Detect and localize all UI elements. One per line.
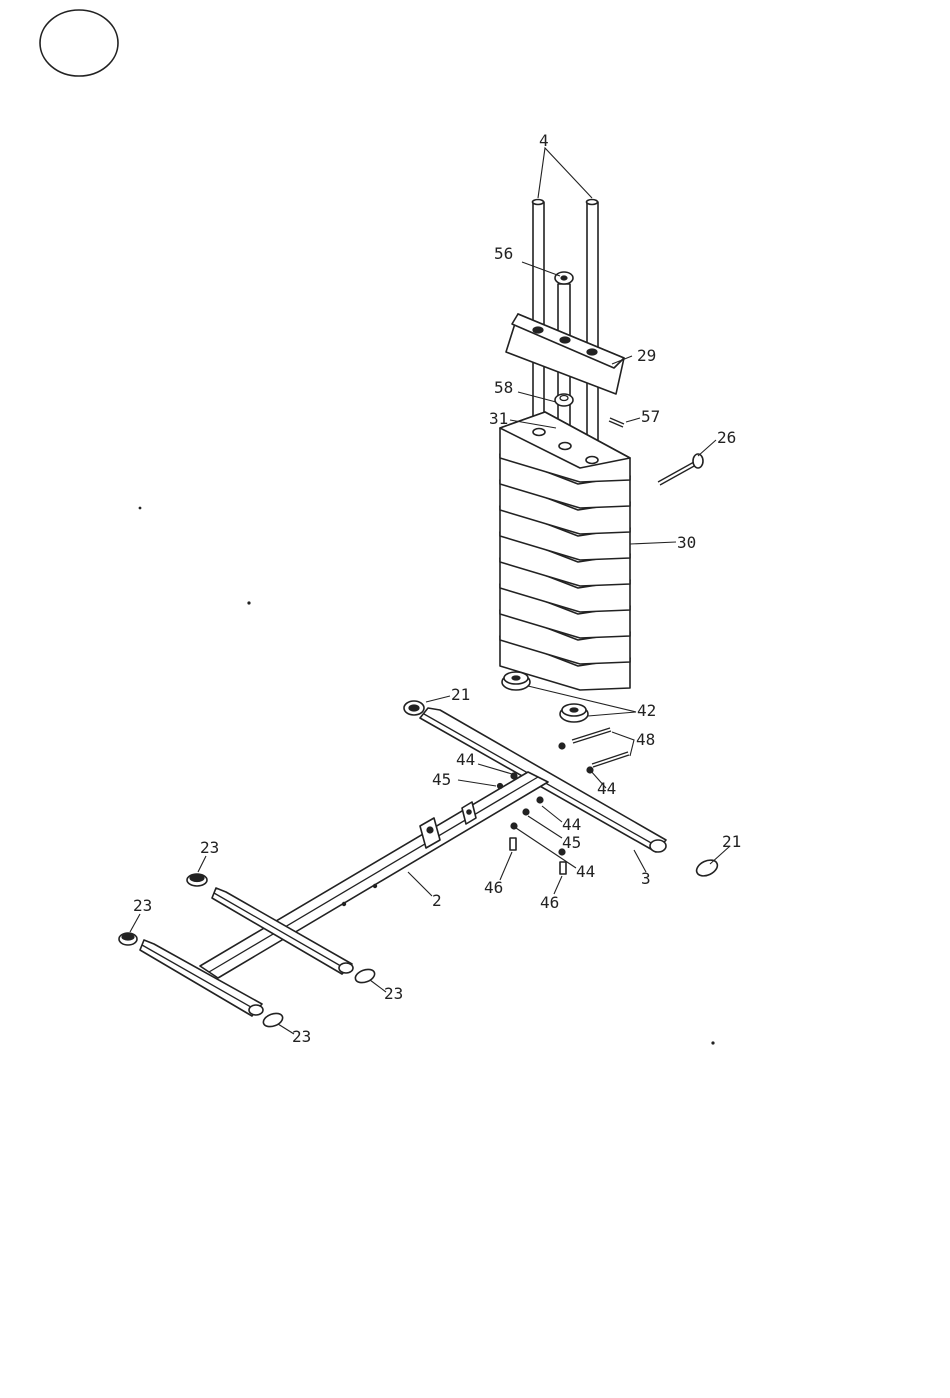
bushing <box>555 394 573 406</box>
callout-selector-pin: 26 <box>717 428 736 447</box>
callout-washer-lower: 44 <box>576 862 595 881</box>
foot-cap <box>119 933 137 945</box>
callout-top-plate: 29 <box>637 346 656 365</box>
callout-weight-stack: 30 <box>677 533 696 552</box>
step-marker-circle <box>40 10 118 76</box>
callout-washer-middle: 44 <box>562 815 581 834</box>
callout-end-cap-right: 21 <box>722 832 741 851</box>
callout-washer-upper: 44 <box>456 750 475 769</box>
callout-guide-rods: 4 <box>539 131 549 150</box>
callout-foot-cap-1: 23 <box>200 838 219 857</box>
weight-stack <box>500 412 630 690</box>
rubber-bumper <box>502 672 530 690</box>
callout-washer-right: 44 <box>597 779 616 798</box>
callout-spacer-upper: 45 <box>432 770 451 789</box>
main-base-tube <box>200 772 548 978</box>
speck <box>248 602 250 604</box>
callout-spacer-lower: 45 <box>562 833 581 852</box>
end-cap <box>404 701 424 715</box>
callout-bolts: 48 <box>636 730 655 749</box>
callout-bushing: 58 <box>494 378 513 397</box>
callout-cap-nut: 56 <box>494 244 513 263</box>
callout-end-cap-left: 21 <box>451 685 470 704</box>
callout-main-base-tube: 2 <box>432 891 442 910</box>
callout-bolt-right: 46 <box>540 893 559 912</box>
callout-foot-cap-2: 23 <box>133 896 152 915</box>
rubber-bumper <box>560 704 588 722</box>
callout-small-pin: 57 <box>641 407 660 426</box>
callout-foot-cap-3: 23 <box>384 984 403 1003</box>
callout-rear-cross-tube: 3 <box>641 869 651 888</box>
callout-rubber-bumpers: 42 <box>637 701 656 720</box>
cap-nut <box>555 272 573 284</box>
speck <box>139 507 141 509</box>
selector-pin <box>658 454 703 485</box>
foot-cap <box>187 874 207 886</box>
callout-selector-stem: 31 <box>489 409 508 428</box>
end-cap <box>694 857 720 879</box>
small-pin <box>609 418 624 427</box>
callout-bolt-left: 46 <box>484 878 503 897</box>
callout-foot-cap-4: 23 <box>292 1027 311 1046</box>
speck <box>712 1042 714 1044</box>
